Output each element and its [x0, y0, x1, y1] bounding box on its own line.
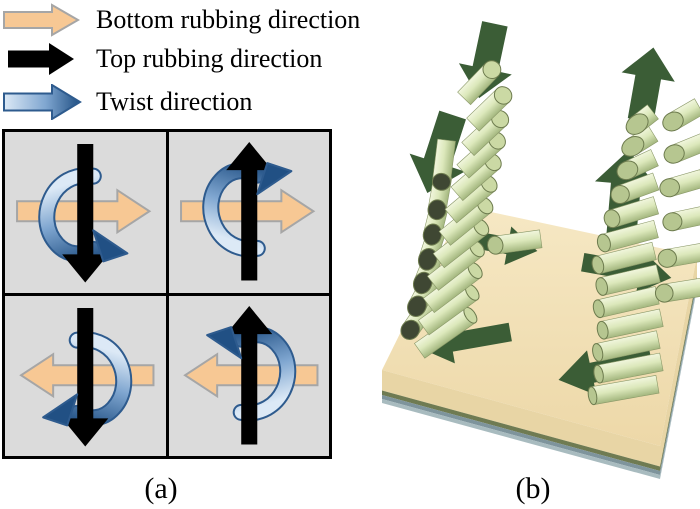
cylinder-right-edge [654, 277, 700, 303]
cylinder-left-chain [457, 60, 502, 106]
cylinder-right-chain [625, 104, 659, 135]
top-rubbing-arrow [225, 142, 272, 281]
substrate-layer-1-2 [660, 281, 697, 475]
cylinder-right-chain [595, 264, 661, 296]
cell-top-right [168, 132, 329, 293]
panel-b-scene [382, 21, 700, 479]
cylinder-left-chain [466, 86, 513, 132]
cylinder-right-chain [596, 219, 659, 253]
cylinder-left-chain [418, 283, 480, 336]
substrate-layer-1-0 [660, 256, 697, 467]
substrate-layer-1-3 [660, 285, 697, 479]
caption-b: (b) [515, 472, 551, 505]
legend-item-top-rubbing: Top rubbing direction [0, 41, 322, 77]
black-arrow-shape [8, 43, 74, 75]
cylinder-right-chain [621, 125, 659, 157]
up-arrow-top [621, 47, 675, 123]
cell-bottom-left [5, 295, 166, 456]
cylinder-right-edge [662, 205, 700, 232]
substrate-layer-0-3 [382, 399, 660, 479]
twist-arrow-icon [3, 84, 82, 120]
cylinder-right-chain [593, 352, 664, 384]
substrate-layer-0-1 [382, 390, 660, 471]
orange-arrow-shape [3, 3, 81, 37]
cell-top-left-diagram [16, 144, 152, 283]
cell-bottom-left-diagram [19, 307, 155, 446]
substrate-layer-1-1 [660, 276, 697, 471]
legend-item-twist: Twist direction [0, 84, 252, 120]
top-rubbing-arrow [62, 144, 109, 283]
substrate-layer-0-2 [382, 395, 660, 475]
legend-label-top-rubbing: Top rubbing direction [96, 44, 323, 73]
cylinder-right-chain [591, 241, 657, 275]
cylinder-left-end-on [400, 296, 438, 341]
cylinder-right-edge [659, 169, 700, 198]
top-rubbing-arrow [225, 305, 272, 444]
twist-arrow-head [205, 325, 242, 359]
legend-item-bottom-rubbing: Bottom rubbing direction [0, 2, 360, 38]
cylinder-right-edge [663, 133, 700, 164]
cell-bottom-right [168, 295, 329, 456]
cylinder-right-edge [662, 98, 700, 132]
top-rubbing-arrow-icon [8, 43, 74, 75]
cell-top-right-diagram [179, 142, 315, 281]
cylinder-right-chain [592, 330, 661, 362]
cylinder-left-end-on [431, 138, 456, 191]
substrate-layer-0-0 [382, 370, 660, 467]
cylinder-right-edge [657, 242, 700, 268]
cylinder-right-chain [603, 196, 660, 229]
legend-label-bottom-rubbing: Bottom rubbing direction [96, 5, 361, 34]
cylinder-right-chain [616, 149, 659, 181]
cylinder-right-chain [610, 172, 660, 205]
top-rubbing-arrow [62, 307, 109, 446]
twist-arrow-shape [3, 84, 82, 120]
panel-b [380, 18, 700, 480]
legend-label-twist: Twist direction [96, 87, 253, 116]
cylinder-right-chain [587, 375, 660, 406]
bottom-rubbing-arrow-icon [3, 3, 81, 37]
cell-top-left [5, 132, 166, 293]
twist-arrow-head [42, 392, 79, 426]
cylinder-right-chain [596, 308, 664, 340]
cylinder-surface-flat [486, 229, 543, 255]
caption-a: (a) [144, 472, 178, 505]
cell-bottom-right-diagram [182, 305, 318, 444]
twist-arrow-head [92, 229, 129, 263]
panel-a-grid [2, 129, 332, 459]
twist-arrow-head [255, 162, 292, 196]
